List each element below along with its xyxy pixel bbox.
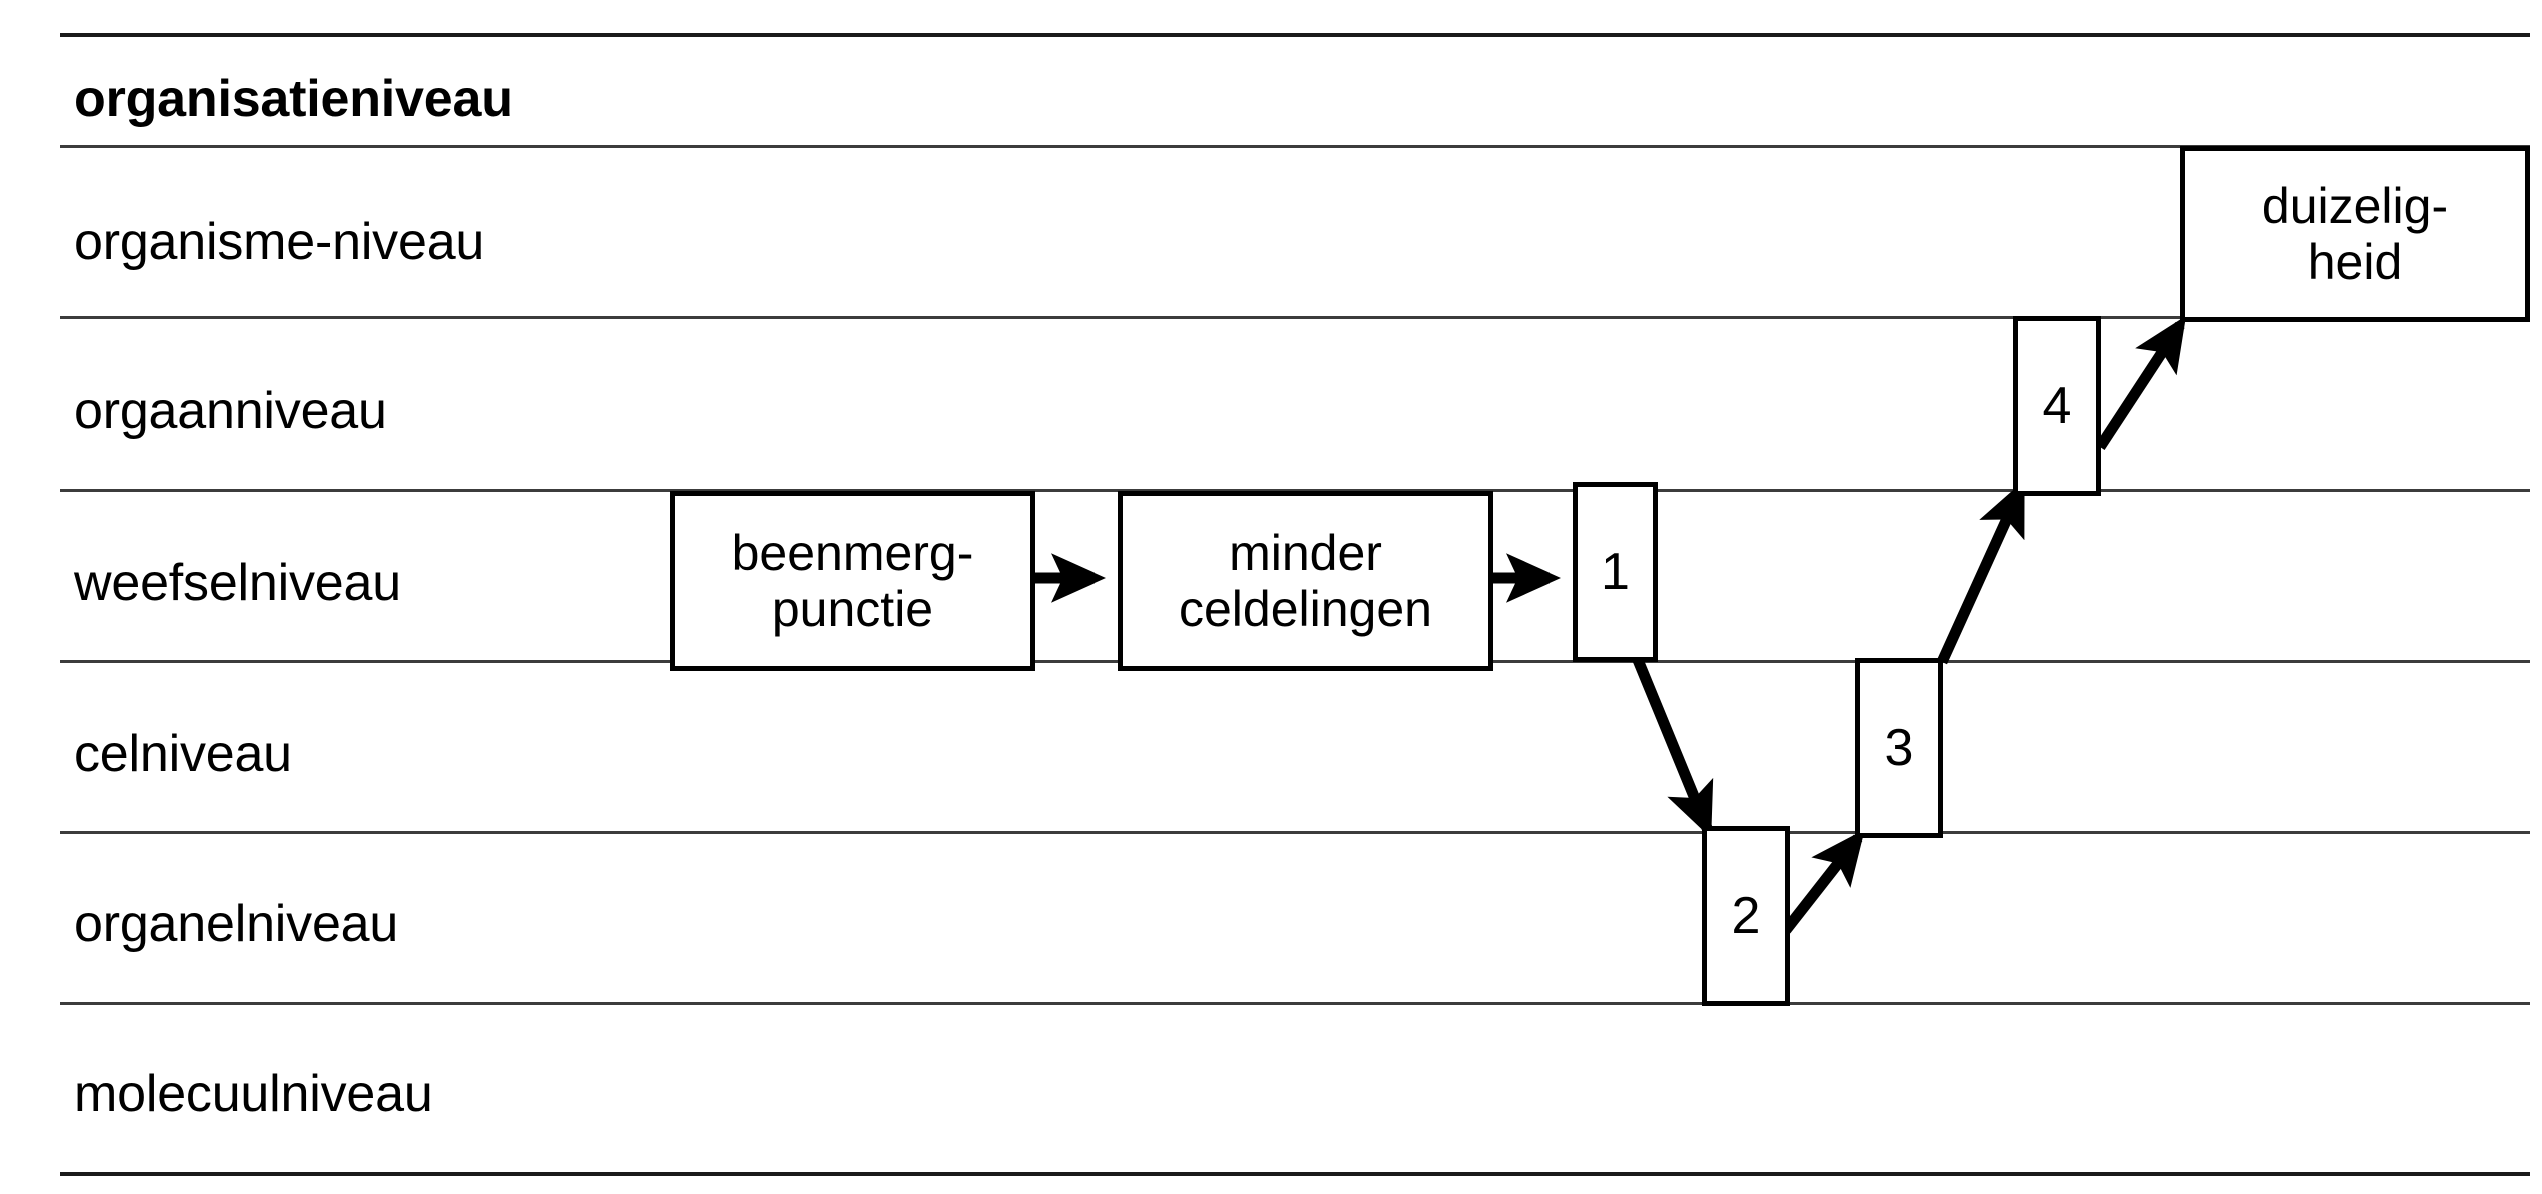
table-rule-under-orgaan [60,489,2530,492]
node-duizeligheid-line2: heid [2307,234,2403,290]
node-step-2[interactable]: 2 [1702,826,1790,1006]
row-label-weefselniveau: weefselniveau [74,554,401,612]
arrow-step-1-to-step-2 [1630,652,1714,839]
table-rule-under-organisme [60,316,2530,319]
node-duizeligheid-line1: duizelig- [2261,178,2449,234]
node-minder-celdelingen-line1: minder [1229,525,1382,581]
node-minder-celdelingen-line2: celdelingen [1179,581,1432,637]
table-rule-under-header [60,145,2530,148]
node-duizeligheid[interactable]: duizelig-heid [2180,146,2530,322]
table-rule-under-cel [60,831,2530,834]
arrow-step-3-to-step-4 [1936,479,2026,665]
node-duizeligheid-label: duizelig-heid [2185,178,2525,290]
arrow-step-2-to-step-3 [1781,829,1865,934]
node-step-1[interactable]: 1 [1573,482,1658,662]
node-beenmergpunctie-label: beenmerg-punctie [675,525,1030,637]
node-step-3[interactable]: 3 [1855,658,1943,838]
node-step-4[interactable]: 4 [2013,316,2101,496]
row-label-organisme-niveau: organisme-niveau [74,213,485,271]
node-beenmergpunctie[interactable]: beenmerg-punctie [670,491,1035,671]
node-beenmergpunctie-line2: punctie [771,581,934,637]
page-title: organisatieniveau [74,70,513,128]
table-rule-under-organel [60,1002,2530,1005]
node-beenmergpunctie-line1: beenmerg- [731,525,974,581]
arrow-step-4-to-duizeligheid [2095,315,2187,451]
row-label-orgaanniveau: orgaanniveau [74,382,387,440]
row-label-organelniveau: organelniveau [74,895,399,953]
table-rule-bottom [60,1172,2530,1176]
row-label-celniveau: celniveau [74,725,292,783]
row-label-molecuulniveau: molecuulniveau [74,1065,433,1123]
table-rule-top [60,33,2530,37]
